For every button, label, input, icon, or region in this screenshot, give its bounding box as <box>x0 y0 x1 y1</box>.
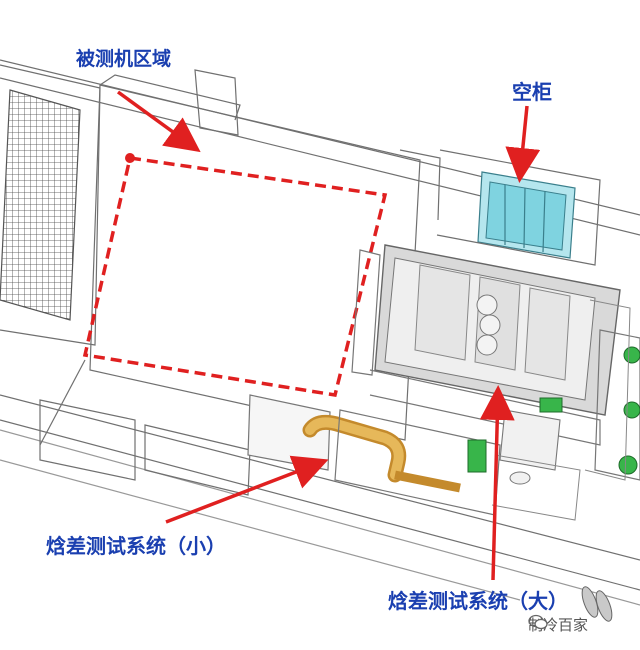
dut-zone-marker <box>125 153 135 163</box>
right-side-units <box>584 299 640 481</box>
gas-canisters <box>581 586 613 622</box>
arrow-empty-cabinet <box>505 105 541 183</box>
arrow-large-system <box>479 385 515 581</box>
label-dut-area: 被测机区域 <box>76 48 172 70</box>
label-empty-cabinet: 空柜 <box>512 80 552 104</box>
label-enthalpy-large: 焓差测试系统（大） <box>388 589 568 613</box>
empty-cabinet-unit <box>436 149 601 266</box>
small-test-system <box>247 394 581 521</box>
arrow-dut-area <box>116 90 201 153</box>
dut-enclosure <box>39 69 441 496</box>
large-test-chamber <box>351 244 621 446</box>
label-enthalpy-small: 焓差测试系统（小） <box>46 534 226 558</box>
wechat-icon <box>528 614 548 630</box>
watermark: 制冷百家 <box>528 614 588 635</box>
callout-arrows <box>116 90 541 581</box>
arrow-small-system <box>165 455 329 524</box>
left-mesh-panel <box>0 64 101 346</box>
dut-zone-outline <box>82 156 388 397</box>
